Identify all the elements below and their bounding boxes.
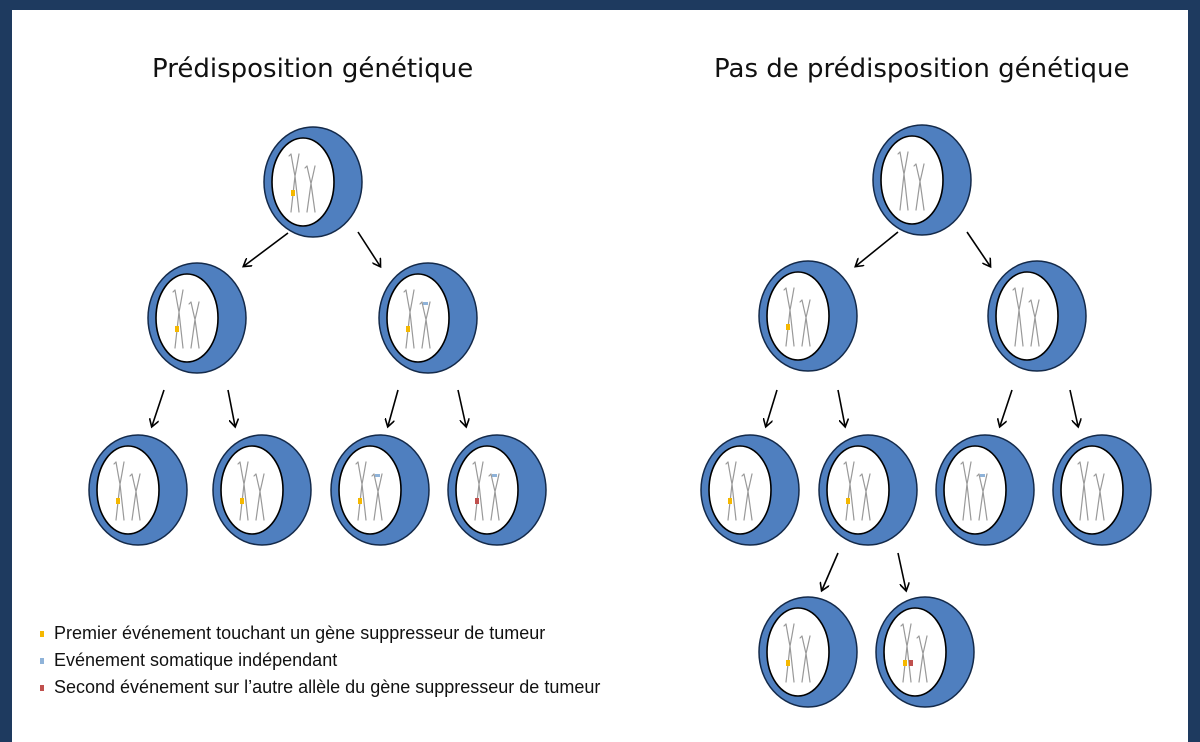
cell-no-predisposition-root [872,124,972,236]
nucleus [1060,445,1124,535]
somatic-event-mark [375,474,380,477]
cell-no-predisposition-ll [700,434,800,546]
chromosomes [783,623,811,683]
chromosomes [725,461,753,521]
division-arrow [1000,389,1013,426]
chromosomes [172,289,200,349]
nucleus [220,445,284,535]
first-event-mark [846,498,850,504]
first-event-mark [728,498,732,504]
cell-no-predisposition-lrr [875,596,975,708]
nucleus [766,607,830,697]
division-arrow [152,389,165,426]
somatic-event-mark [423,302,428,305]
legend-item-somatic-event: Evénement somatique indépendant [40,647,600,674]
division-arrow [822,552,839,590]
chromosomes [403,289,431,349]
second-event-mark [909,660,913,666]
nucleus [338,445,402,535]
division-arrow [244,232,289,266]
chromosomes [900,623,928,683]
nucleus [455,445,519,535]
cell-no-predisposition-rl [935,434,1035,546]
chromosomes [288,153,316,213]
division-arrow [388,389,399,426]
division-arrow [457,389,466,426]
first-event-mark [903,660,907,666]
nucleus [708,445,772,535]
first-event-mark [786,324,790,330]
cell-no-predisposition-l [758,260,858,372]
second-event-mark [475,498,479,504]
legend-item-second-event: Second événement sur l’autre allèle du g… [40,674,600,701]
nucleus [880,135,944,225]
chromosomes [472,461,500,521]
nucleus [943,445,1007,535]
legend-item-first-event: Premier événement touchant un gène suppr… [40,620,600,647]
somatic-event-mark [980,474,985,477]
chromosomes [1012,287,1040,347]
chromosomes [1077,461,1105,521]
first-event-swatch [40,630,44,637]
chromosomes [960,461,988,521]
chromosomes [783,287,811,347]
nucleus [96,445,160,535]
legend: Premier événement touchant un gène suppr… [40,620,600,701]
second-event-swatch [40,684,44,691]
first-event-mark [116,498,120,504]
cell-predisposition-l [147,262,247,374]
division-arrow [856,231,899,266]
nucleus [995,271,1059,361]
nucleus [766,271,830,361]
first-event-mark [406,326,410,332]
nucleus [386,273,450,363]
division-arrow [1069,389,1078,426]
nucleus [883,607,947,697]
chromosomes [843,461,871,521]
cell-no-predisposition-lr [818,434,918,546]
division-arrow [966,231,990,266]
division-arrow [357,231,380,266]
nucleus [826,445,890,535]
division-arrow [837,389,845,426]
division-arrow [227,389,235,426]
legend-label-somatic-event: Evénement somatique indépendant [54,650,338,670]
division-arrow [897,552,906,590]
title-no-genetic-predisposition: Pas de prédisposition génétique [714,54,1130,84]
first-event-mark [240,498,244,504]
cell-predisposition-r [378,262,478,374]
cell-no-predisposition-rr [1052,434,1152,546]
legend-label-first-event: Premier événement touchant un gène suppr… [54,623,546,643]
cell-predisposition-ll [88,434,188,546]
nucleus [271,137,335,227]
chromosomes [237,461,265,521]
first-event-mark [175,326,179,332]
chromosomes [897,151,925,211]
title-genetic-predisposition: Prédisposition génétique [152,54,474,84]
chromosomes [355,461,383,521]
first-event-mark [291,190,295,196]
cell-predisposition-root [263,126,363,238]
first-event-mark [786,660,790,666]
nucleus [155,273,219,363]
cell-no-predisposition-lrl [758,596,858,708]
cell-predisposition-lr [212,434,312,546]
cell-predisposition-rl [330,434,430,546]
first-event-mark [358,498,362,504]
cell-predisposition-rr [447,434,547,546]
legend-label-second-event: Second événement sur l’autre allèle du g… [54,677,601,697]
division-arrow [766,389,778,426]
chromosomes [113,461,141,521]
somatic-event-swatch [40,657,44,664]
somatic-event-mark [492,474,497,477]
cell-no-predisposition-r [987,260,1087,372]
